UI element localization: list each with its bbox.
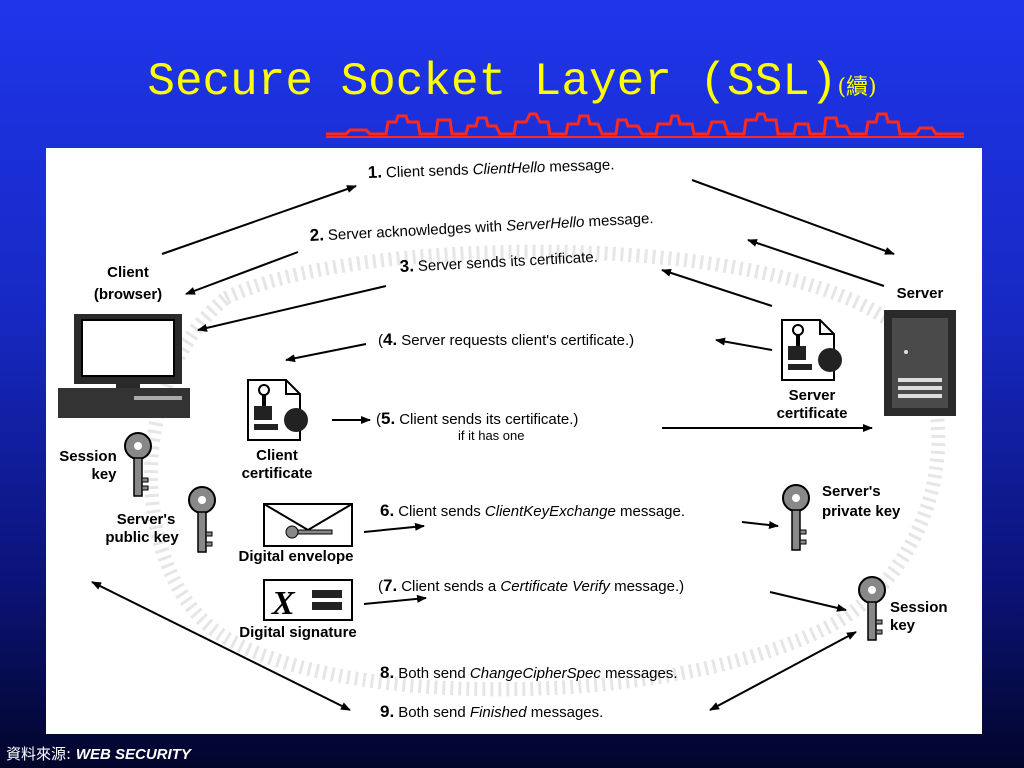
step-1-post: message.: [545, 156, 615, 175]
client-certificate-icon: [247, 379, 308, 441]
step-2-num: 2.: [309, 225, 324, 245]
svg-text:X: X: [271, 585, 296, 622]
step-9-pre: Both send: [398, 704, 470, 721]
step-8-post: messages.: [601, 665, 678, 682]
arrow-step-2-right: [747, 239, 885, 287]
step-2-post: message.: [584, 210, 654, 231]
step-1-pre: Client sends: [386, 161, 473, 181]
source-citation: 資料來源: WEB SECURITY: [6, 743, 191, 764]
step-1-text: 1.Client sends ClientHello message.: [367, 154, 614, 182]
step-9-text: 9.Both send Finished messages.: [380, 702, 603, 721]
skyline-decoration: [326, 112, 964, 138]
step-6-em: ClientKeyExchange: [485, 503, 616, 520]
servers-private-key-icon: [782, 484, 810, 551]
step-2-em: ServerHello: [506, 214, 585, 235]
arrow-step-3-left: [197, 285, 387, 332]
step-5-num: 5.: [381, 409, 395, 428]
step-9-post: messages.: [527, 704, 604, 721]
digital-signature-icon: X: [263, 579, 353, 622]
arrow-step-4-left: [285, 343, 367, 363]
step-1-em: ClientHello: [472, 159, 545, 179]
step-6-num: 6.: [380, 501, 394, 520]
servers-public-key-icon: [188, 486, 216, 553]
client-certificate-label-2: certificate: [242, 465, 313, 482]
step-4-pre: Server requests client's certificate.): [401, 332, 634, 349]
servers-private-key-label-2: private key: [822, 503, 901, 520]
step-7-pre: Client sends a: [401, 578, 500, 595]
servers-public-key-label: Server's: [117, 511, 176, 528]
step-7-em: Certificate Verify: [500, 578, 611, 595]
step-4-num: 4.: [383, 330, 397, 349]
step-5-open: (: [376, 411, 381, 428]
servers-public-key-label-2: public key: [105, 529, 179, 546]
session-key-left-label-2: key: [91, 466, 117, 483]
step-7-open: (: [378, 578, 383, 595]
step-9-em: Finished: [470, 704, 527, 721]
arrow-step-1-right: [691, 179, 895, 255]
server-certificate-label-2: certificate: [777, 405, 848, 422]
session-key-left-icon: [124, 432, 152, 497]
background-swirl: [144, 244, 946, 697]
arrow-step-1-left: [161, 185, 357, 255]
server-certificate-icon: [781, 319, 842, 381]
session-key-left-label: Session: [59, 448, 117, 465]
step-6-text: 6.Client sends ClientKeyExchange message…: [380, 501, 685, 520]
step-4-open: (: [378, 332, 383, 349]
step-8-text: 8.Both send ChangeCipherSpec messages.: [380, 663, 678, 682]
arrow-step-8-9-left: [91, 581, 351, 711]
step-8-em: ChangeCipherSpec: [470, 665, 601, 682]
ssl-handshake-diagram: X Client (browser) Server Server certifi…: [46, 148, 982, 734]
client-computer-icon: [58, 314, 190, 418]
arrow-step-4-right: [715, 337, 773, 351]
step-8-num: 8.: [380, 663, 394, 682]
session-key-right-label: Session: [890, 599, 948, 616]
digital-envelope-icon: [263, 503, 353, 547]
servers-private-key-label: Server's: [822, 483, 881, 500]
client-certificate-label: Client: [256, 447, 298, 464]
arrow-step-3-right: [661, 268, 773, 307]
step-9-num: 9.: [380, 702, 394, 721]
arrow-step-6-right: [741, 521, 779, 529]
digital-envelope-label: Digital envelope: [238, 548, 353, 565]
step-1-num: 1.: [367, 163, 382, 182]
step-6-pre: Client sends: [398, 503, 485, 520]
step-7-post: message.): [610, 578, 684, 595]
title-suffix: (續): [837, 75, 877, 100]
step-7-num: 7.: [383, 576, 397, 595]
step-7-text: (7.Client sends a Certificate Verify mes…: [378, 576, 684, 595]
step-3-num: 3.: [399, 256, 414, 276]
step-5-text: (5.Client sends its certificate.): [376, 409, 578, 428]
server-icon: [884, 310, 956, 416]
digital-signature-label: Digital signature: [239, 624, 357, 641]
server-label: Server: [897, 285, 944, 302]
step-5-pre: Client sends its certificate.): [399, 411, 578, 428]
client-label: Client: [107, 264, 149, 281]
if-it-has-one-note: if it has one: [458, 428, 525, 443]
server-certificate-label: Server: [789, 387, 836, 404]
session-key-right-label-2: key: [890, 617, 916, 634]
step-2-pre: Server acknowledges with: [327, 218, 506, 244]
arrow-step-7-left: [363, 594, 427, 605]
arrow-step-2-left: [185, 251, 299, 295]
title-text: Secure Socket Layer (SSL): [147, 56, 838, 108]
source-value: WEB SECURITY: [75, 746, 191, 763]
arrow-step-6-left: [363, 522, 425, 533]
step-8-pre: Both send: [398, 665, 470, 682]
arrow-step-8-9-right: [709, 631, 857, 711]
slide-title: Secure Socket Layer (SSL)(續): [0, 52, 1024, 118]
arrow-step-7-right: [769, 591, 847, 612]
step-4-text: (4.Server requests client's certificate.…: [378, 330, 634, 349]
session-key-right-icon: [858, 576, 886, 641]
step-2-text: 2.Server acknowledges with ServerHello m…: [309, 208, 654, 245]
source-label: 資料來源:: [6, 745, 72, 763]
step-6-post: message.: [616, 503, 685, 520]
browser-label: (browser): [94, 286, 162, 303]
